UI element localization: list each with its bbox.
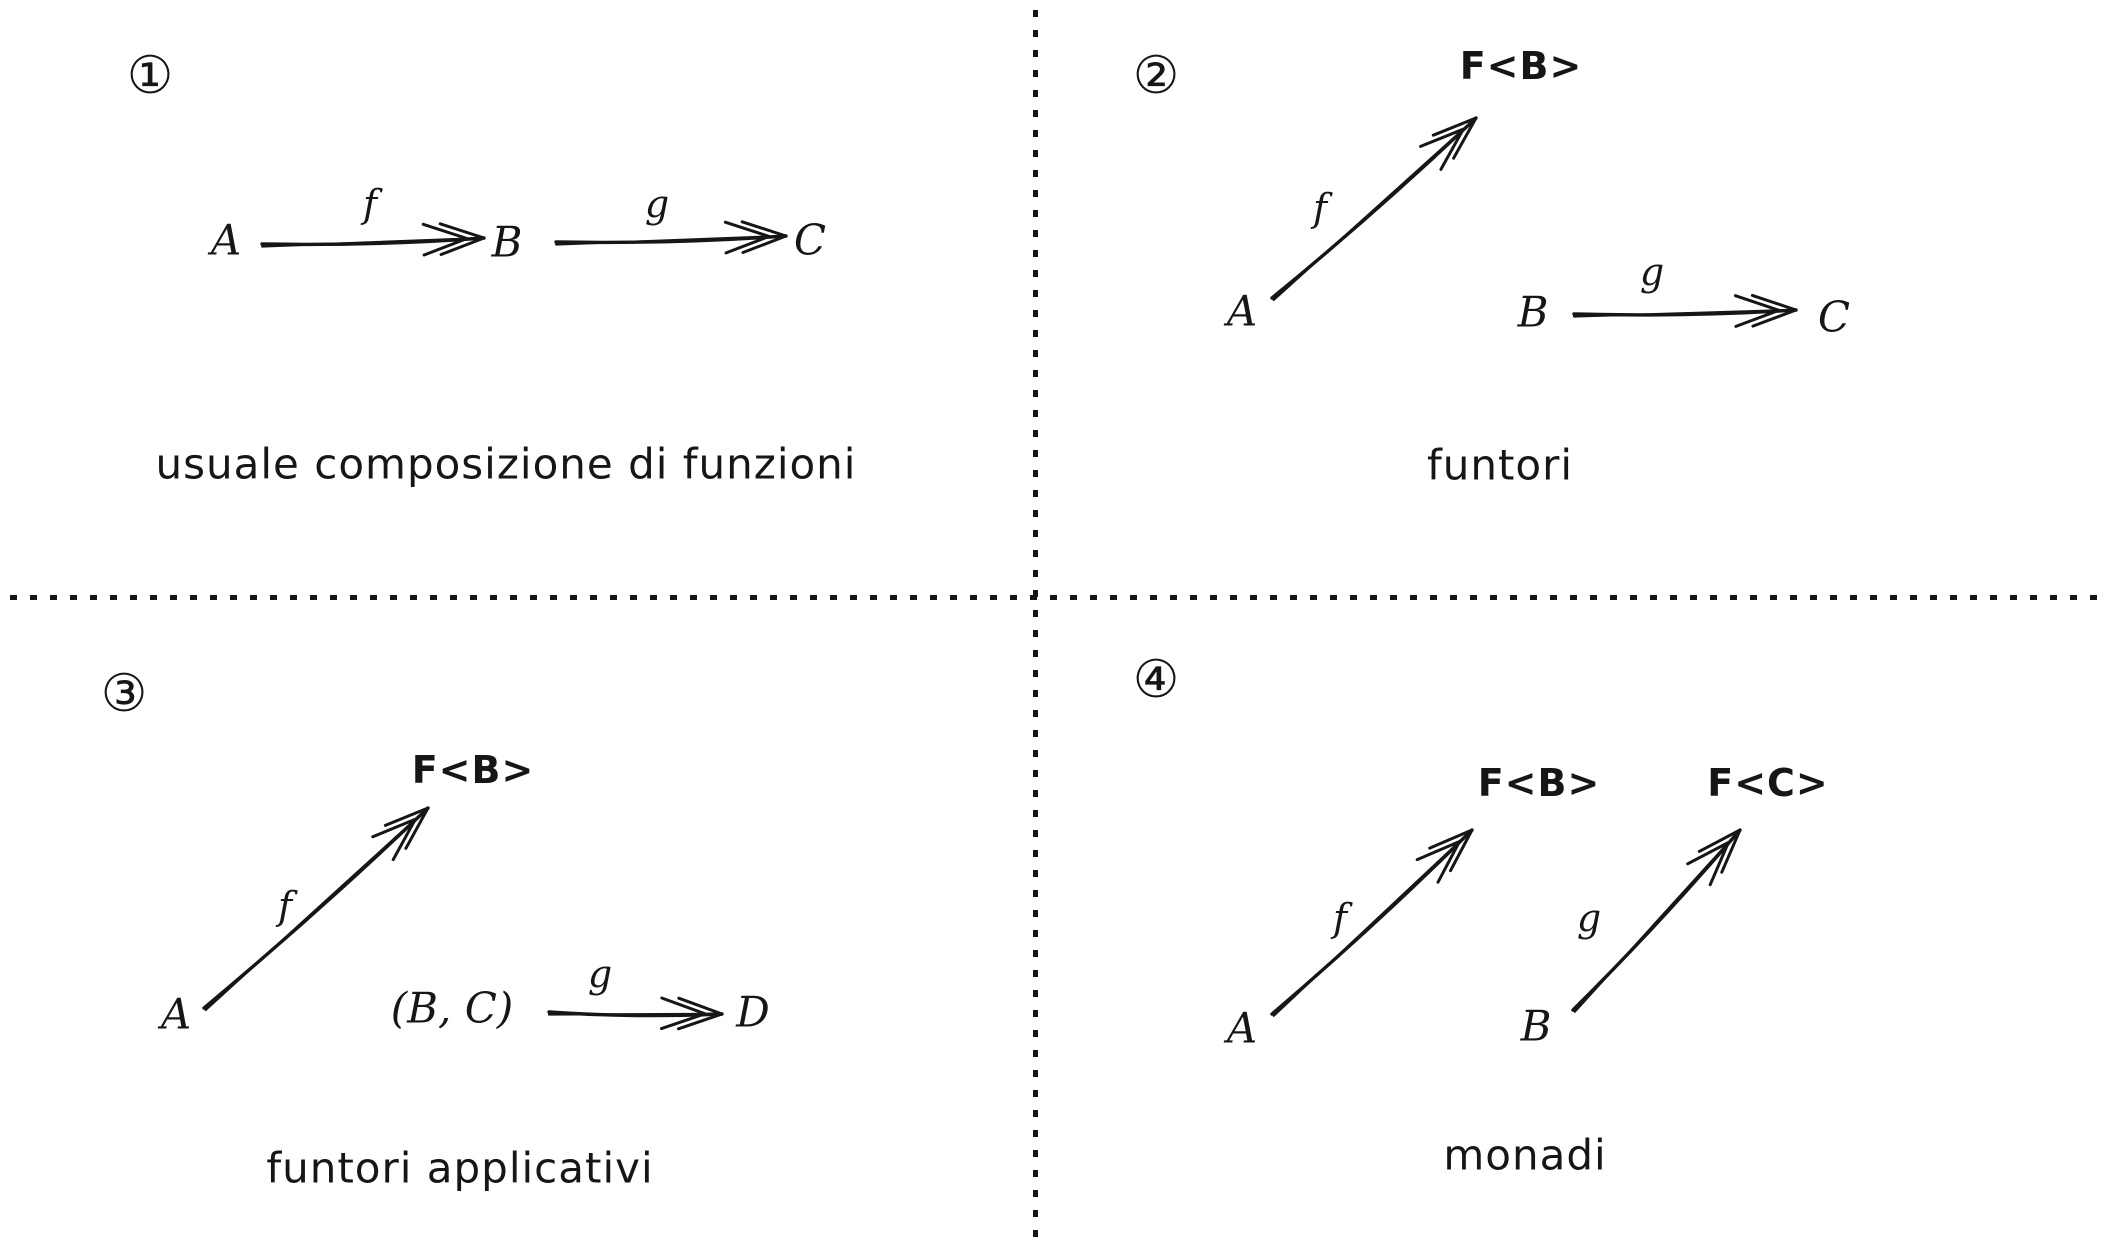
node-a: A (210, 215, 242, 265)
quadrant-3-caption: funtori applicativi (266, 1143, 654, 1193)
quadrant-3-number-badge: ③ (100, 664, 148, 724)
node-b-c-pair: (B, C) (390, 983, 514, 1033)
node-c: C (1817, 292, 1851, 342)
quadrant-2-caption: funtori (1426, 440, 1574, 490)
node-f-of-b: F<B> (411, 748, 535, 792)
node-b: B (491, 217, 523, 267)
quadrant-4-caption: monadi (1443, 1130, 1607, 1180)
arrow-label-g: g (1576, 896, 1602, 940)
arrow-label-g: g (1639, 250, 1665, 294)
arrow-label-g: g (644, 182, 670, 226)
node-a: A (1226, 1003, 1258, 1053)
arrow-label-g: g (587, 952, 613, 996)
node-a: A (1226, 286, 1258, 336)
quadrant-1-caption: usuale composizione di funzioni (155, 439, 857, 489)
node-f-of-c: F<C> (1707, 761, 1829, 805)
quadrant-2-number-badge: ② (1132, 46, 1180, 106)
arrow-label-f: f (362, 182, 378, 226)
horizontal-dotted-divider (10, 595, 2103, 600)
node-b: B (1520, 1001, 1552, 1051)
node-d: D (736, 987, 770, 1037)
vertical-dotted-divider (1033, 10, 1038, 1247)
arrow-label-f: f (1332, 896, 1348, 940)
arrow-label-f: f (277, 884, 293, 928)
node-a: A (160, 989, 192, 1039)
node-b: B (1517, 287, 1549, 337)
quadrant-1-number-badge: ① (126, 46, 174, 106)
node-c: C (793, 215, 827, 265)
quadrant-4-number-badge: ④ (1132, 650, 1180, 710)
node-f-of-b: F<B> (1459, 44, 1583, 88)
node-f-of-b: F<B> (1477, 761, 1601, 805)
arrow-label-f: f (1312, 186, 1328, 230)
